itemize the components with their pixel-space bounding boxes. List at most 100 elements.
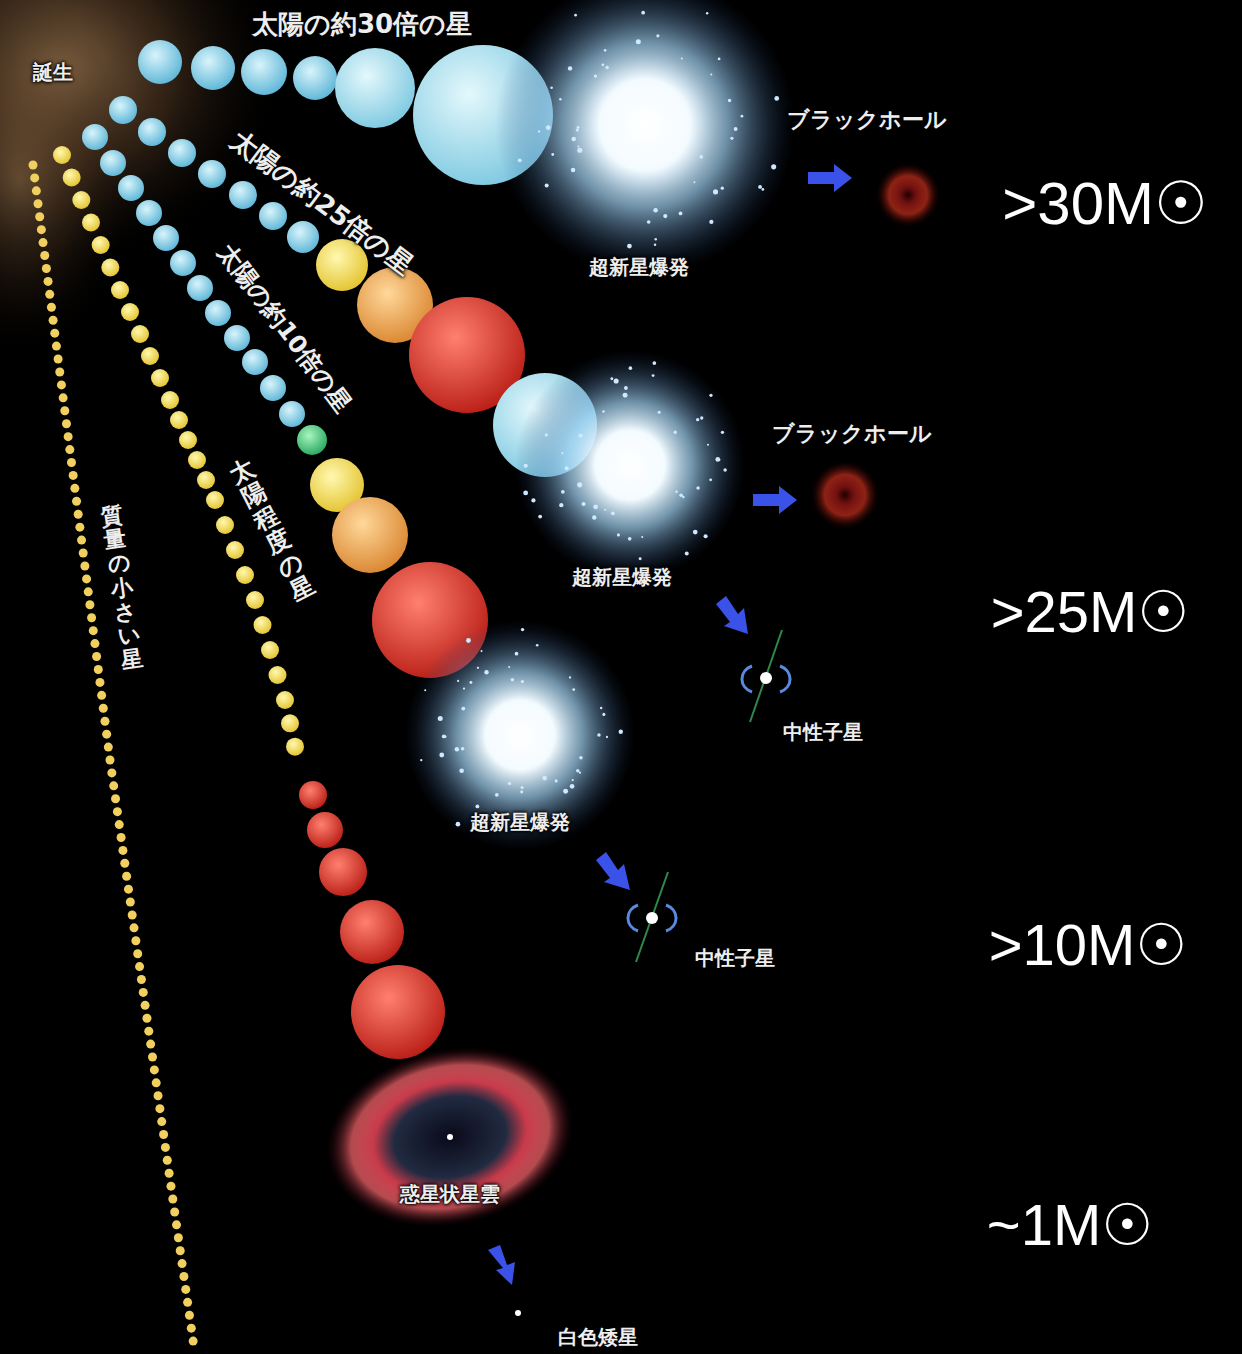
spark	[461, 707, 465, 711]
star	[335, 48, 415, 128]
spark	[495, 793, 499, 797]
spark	[682, 496, 684, 498]
star	[224, 325, 250, 351]
spark	[713, 189, 718, 194]
spark	[574, 14, 577, 17]
spark	[674, 431, 677, 434]
star	[55, 367, 64, 376]
spark	[538, 130, 540, 132]
star	[40, 251, 49, 260]
star	[82, 214, 100, 232]
star	[198, 160, 226, 188]
star	[254, 616, 272, 634]
spark	[466, 638, 471, 643]
mass-label: ~1M☉	[987, 1191, 1153, 1259]
spark	[571, 137, 576, 142]
star	[297, 425, 327, 455]
star	[216, 516, 234, 534]
star	[246, 591, 264, 609]
star	[229, 181, 257, 209]
star	[118, 846, 127, 855]
spark	[518, 158, 522, 162]
spark	[710, 73, 712, 75]
star	[85, 600, 94, 609]
star	[170, 411, 188, 429]
star	[286, 738, 304, 756]
spark	[604, 509, 606, 511]
spark	[438, 716, 443, 721]
spark	[593, 504, 598, 509]
spark	[617, 533, 620, 536]
star	[151, 369, 169, 387]
spark	[679, 212, 683, 216]
star	[155, 1104, 164, 1113]
star	[34, 199, 43, 208]
vertical-label: 太陽程度の星	[225, 454, 318, 606]
central-star	[447, 1134, 453, 1140]
star	[259, 202, 287, 230]
mass-label: >25M☉	[991, 578, 1190, 646]
spark	[561, 452, 563, 454]
mass-label: >30M☉	[1002, 168, 1208, 238]
star	[121, 303, 139, 321]
black-hole	[811, 461, 879, 529]
spark	[658, 411, 661, 414]
star	[281, 714, 299, 732]
spark	[693, 530, 698, 535]
spark	[592, 515, 596, 519]
star	[157, 1117, 166, 1126]
star	[153, 225, 179, 251]
spark	[718, 458, 720, 460]
spark	[571, 168, 576, 173]
star	[35, 212, 44, 221]
spark	[477, 667, 479, 669]
spark	[611, 511, 615, 515]
spark	[555, 779, 558, 782]
spark	[602, 713, 605, 716]
star	[170, 250, 196, 276]
stage-label: 惑星状星雲	[400, 1181, 500, 1208]
spark	[723, 468, 726, 471]
spark	[545, 183, 549, 187]
stage-label: ブラックホール	[772, 419, 932, 449]
stage-label: 誕生	[33, 59, 73, 86]
star	[172, 1220, 181, 1229]
spark	[424, 689, 426, 691]
star	[32, 186, 41, 195]
spark	[463, 687, 465, 689]
spark	[600, 707, 602, 709]
stage-label: 超新星爆発	[589, 254, 689, 281]
spark	[718, 58, 721, 61]
star	[161, 1143, 170, 1152]
spark	[457, 680, 459, 682]
spark	[536, 644, 539, 647]
star	[181, 1285, 190, 1294]
star	[242, 349, 268, 375]
star	[168, 139, 196, 167]
supernova	[405, 620, 635, 850]
mass-label: >10M☉	[989, 911, 1188, 979]
star	[269, 666, 287, 684]
star	[146, 1040, 155, 1049]
supernova	[495, 0, 795, 275]
star	[293, 56, 337, 100]
spark	[546, 125, 551, 130]
star	[100, 150, 126, 176]
spark	[675, 490, 678, 493]
spark	[654, 244, 656, 246]
spark	[604, 49, 607, 52]
spark	[734, 127, 738, 131]
spark	[614, 379, 619, 384]
spark	[610, 377, 613, 380]
star	[133, 949, 142, 958]
spark	[681, 57, 683, 59]
star	[307, 812, 343, 848]
spark	[511, 678, 514, 681]
star	[166, 1182, 175, 1191]
spark	[700, 416, 703, 419]
stage-label: 超新星爆発	[572, 564, 672, 591]
star	[128, 910, 137, 919]
spark	[721, 431, 724, 434]
star	[84, 587, 93, 596]
spark	[741, 115, 744, 118]
